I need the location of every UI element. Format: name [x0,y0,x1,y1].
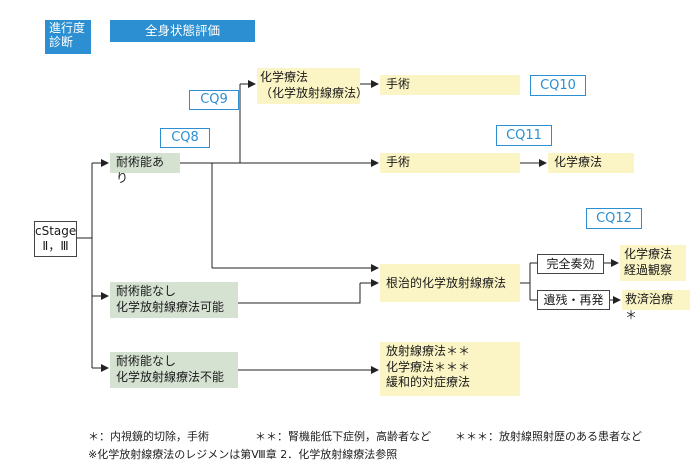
inoperable-crt-node: 耐術能なし 化学放射線療法可能 [110,282,238,318]
residual-recurrence-node: 遺残・再発 [537,290,610,310]
cr-followup-node: 化学療法 経過観察 [620,245,686,281]
cq9-tag: CQ9 [189,90,239,110]
stage-diagnosis-label: 進行度 診断 [45,20,91,54]
complete-response-node: 完全奏効 [537,254,604,274]
nocrt-options-node: 放射線療法＊＊ 化学療法＊＊＊ 緩和的対症療法 [380,342,520,396]
surgery-direct-node: 手術 [380,153,520,173]
cq12-tag: CQ12 [586,208,642,229]
footnote-1: ＊：内視鏡的切除，手術 [88,430,209,443]
general-condition-title: 全身状態評価 [110,20,255,42]
operable-node: 耐術能あり [110,153,180,185]
definitive-crt-node: 根治的化学放射線療法 [380,264,520,302]
footnote-4: ※化学放射線療法のレジメンは第Ⅷ章 2．化学放射線療法参照 [88,448,398,461]
inoperable-nocrt-node: 耐術能なし 化学放射線療法不能 [110,352,238,388]
cq8-tag: CQ8 [160,128,210,148]
cq11-tag: CQ11 [496,125,552,146]
cq10-tag: CQ10 [530,75,586,96]
footnote-2: ＊＊：腎機能低下症例，高齢者など [255,430,431,443]
preop-chemo-node: 化学療法 （化学放射線療法） [257,68,368,104]
inoperable-crt-out [238,283,361,304]
footnote-3: ＊＊＊：放射線照射歴のある患者など [455,430,642,443]
cstage-box: cStage Ⅱ，Ⅲ [34,221,77,257]
surgery-after-chemo-node: 手術 [380,75,520,95]
postop-chemo-node: 化学療法 [548,153,634,173]
salvage-node: 救済治療＊ [622,290,690,322]
